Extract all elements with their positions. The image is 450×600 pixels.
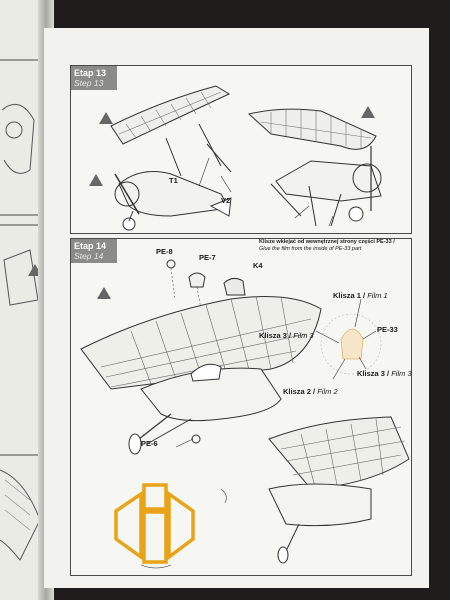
step-13-drawings	[110, 85, 382, 231]
right-page: Etap 13 Step 13	[44, 28, 429, 588]
film-instruction-note: Klisze wklejać od wewnętrznej strony czę…	[259, 239, 395, 253]
label-klisza2: Klisza 2 / Film 2	[283, 387, 338, 396]
left-page	[0, 0, 44, 600]
label-pe8: PE-8	[156, 247, 173, 256]
step-13-subtitle: Step 13	[74, 78, 104, 88]
label-k4: K4	[253, 261, 263, 270]
step-14-subtitle: Step 14	[74, 251, 104, 261]
step-14-header: Etap 14 Step 14	[71, 239, 117, 263]
step-13-header: Etap 13 Step 13	[71, 66, 117, 90]
step-14-panel: Etap 14 Step 14 Klisze wklejać od wewnęt…	[70, 238, 412, 576]
label-klisza3-right: Klisza 3 / Film 3	[357, 369, 412, 378]
film-note-english: Glue the film from the inside of PE-33 p…	[259, 245, 362, 252]
step-13-panel: Etap 13 Step 13	[70, 65, 412, 259]
label-pe6: PE-6	[141, 439, 158, 448]
label-t1: T1	[169, 176, 178, 185]
step-13-title: Etap 13	[74, 68, 107, 78]
step-14-drawings	[80, 259, 410, 569]
label-pe33: PE-33	[377, 325, 398, 334]
label-v2: V2	[221, 196, 231, 205]
label-pe7: PE-7	[199, 253, 216, 262]
step-14-title: Etap 14	[74, 241, 107, 251]
label-klisza1: Klisza 1 / Film 1	[333, 291, 388, 300]
step-badge-assembly	[97, 287, 111, 299]
step-badge-right-wing	[361, 106, 375, 118]
label-klisza3-left: Klisza 3 / Film 3	[259, 331, 314, 340]
step-badge-left-fuselage	[89, 174, 103, 186]
step-badge-left-wing	[99, 112, 113, 124]
film-note-polish: Klisze wklejać od wewnętrznej strony czę…	[259, 239, 395, 245]
